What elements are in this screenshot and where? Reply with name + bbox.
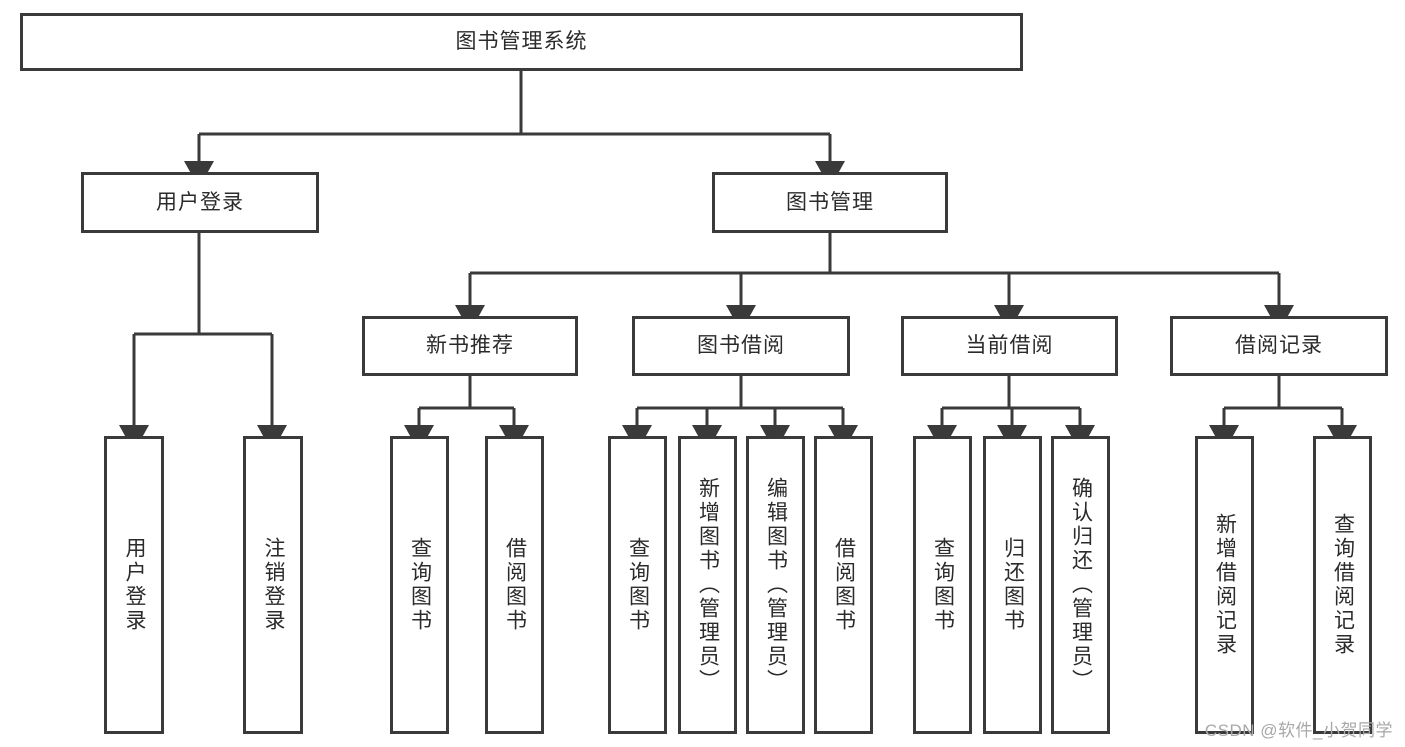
leaf-label: 用户登录 bbox=[123, 537, 147, 633]
leaf-label: 确认归还（管理员） bbox=[1069, 477, 1093, 693]
leaf-new-book-borrow[interactable]: 借阅图书 bbox=[485, 436, 544, 734]
node-user-login-label: 用户登录 bbox=[156, 190, 244, 214]
leaf-user-login[interactable]: 用户登录 bbox=[104, 436, 164, 734]
leaf-current-return[interactable]: 归还图书 bbox=[983, 436, 1042, 734]
leaf-label: 新增图书（管理员） bbox=[696, 477, 720, 693]
leaf-label: 归还图书 bbox=[1001, 537, 1025, 633]
leaf-user-logout[interactable]: 注销登录 bbox=[243, 436, 303, 734]
watermark: CSDN @软件_小贺同学 bbox=[1204, 721, 1393, 740]
leaf-new-book-query[interactable]: 查询图书 bbox=[390, 436, 449, 734]
leaf-label: 查询图书 bbox=[408, 537, 432, 633]
leaf-record-query[interactable]: 查询借阅记录 bbox=[1313, 436, 1372, 734]
leaf-label: 新增借阅记录 bbox=[1213, 513, 1237, 657]
node-current-borrow-label: 当前借阅 bbox=[965, 334, 1054, 358]
leaf-label: 借阅图书 bbox=[503, 537, 527, 633]
node-root[interactable]: 图书管理系统 bbox=[20, 13, 1023, 71]
node-book-borrow[interactable]: 图书借阅 bbox=[632, 316, 850, 376]
node-book-borrow-label: 图书借阅 bbox=[697, 334, 785, 358]
node-new-book-recommend[interactable]: 新书推荐 bbox=[362, 316, 578, 376]
node-borrow-record[interactable]: 借阅记录 bbox=[1170, 316, 1388, 376]
leaf-borrow-add-book[interactable]: 新增图书（管理员） bbox=[678, 436, 737, 734]
leaf-label: 编辑图书（管理员） bbox=[764, 477, 788, 693]
leaf-current-query[interactable]: 查询图书 bbox=[913, 436, 972, 734]
node-root-label: 图书管理系统 bbox=[455, 30, 588, 54]
node-user-login[interactable]: 用户登录 bbox=[81, 172, 319, 233]
leaf-borrow-query[interactable]: 查询图书 bbox=[608, 436, 667, 734]
node-borrow-record-label: 借阅记录 bbox=[1235, 334, 1323, 358]
node-book-management[interactable]: 图书管理 bbox=[712, 172, 948, 233]
leaf-label: 查询图书 bbox=[626, 537, 650, 633]
node-new-book-recommend-label: 新书推荐 bbox=[426, 334, 514, 358]
node-book-management-label: 图书管理 bbox=[786, 190, 874, 214]
leaf-borrow-edit-book[interactable]: 编辑图书（管理员） bbox=[746, 436, 805, 734]
leaf-label: 注销登录 bbox=[262, 537, 286, 633]
leaf-current-confirm-return[interactable]: 确认归还（管理员） bbox=[1051, 436, 1110, 734]
leaf-borrow-book[interactable]: 借阅图书 bbox=[814, 436, 873, 734]
node-current-borrow[interactable]: 当前借阅 bbox=[901, 316, 1118, 376]
leaf-record-add[interactable]: 新增借阅记录 bbox=[1195, 436, 1254, 734]
leaf-label: 借阅图书 bbox=[832, 537, 856, 633]
leaf-label: 查询图书 bbox=[931, 537, 955, 633]
leaf-label: 查询借阅记录 bbox=[1331, 513, 1355, 657]
